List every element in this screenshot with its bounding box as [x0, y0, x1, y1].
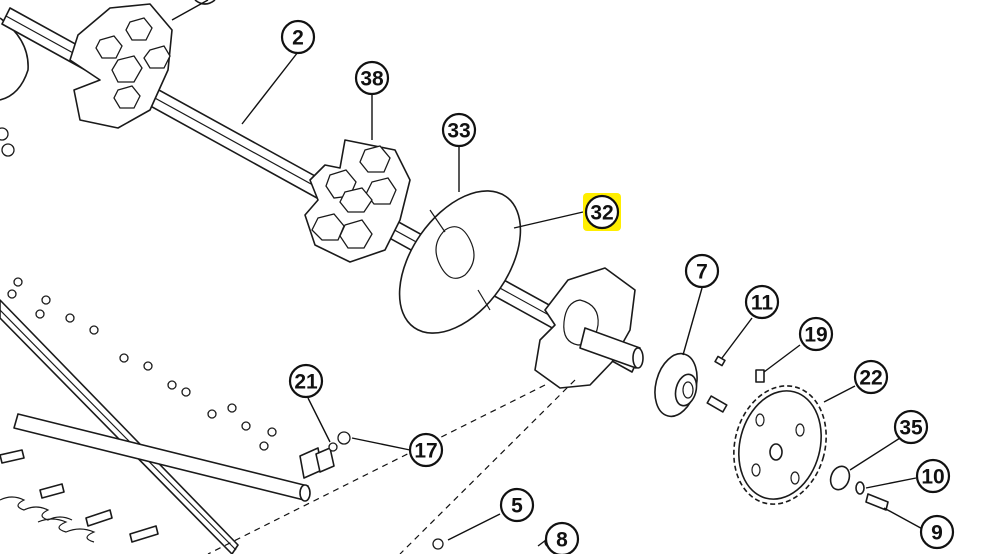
callout-circle	[853, 359, 889, 395]
callout-35: 35	[893, 409, 929, 445]
set-screw-19	[755, 369, 765, 383]
callout-5: 5	[499, 487, 535, 523]
callout-circle	[499, 487, 535, 523]
lower-bolts	[0, 449, 159, 543]
callout-circle	[798, 316, 834, 352]
callout-circle	[919, 514, 955, 550]
callout-circle	[893, 409, 929, 445]
callout-32: 32	[583, 193, 621, 231]
callout-2: 2	[280, 19, 316, 55]
rail-nuts	[0, 127, 277, 451]
callout-label: 7	[696, 261, 708, 284]
callout-label: 35	[899, 417, 923, 440]
callout-label: 19	[804, 324, 827, 347]
washer-35	[829, 465, 851, 491]
sprocket-22	[733, 385, 827, 505]
pins-21	[299, 447, 335, 479]
flange-7	[654, 352, 698, 418]
leader-lines	[171, 0, 929, 547]
callout-21: 21	[288, 363, 324, 399]
nut-21	[328, 442, 338, 452]
callout-circle	[441, 112, 477, 148]
callout-circle	[684, 253, 720, 289]
assembly-lines	[207, 379, 576, 554]
callout-circle	[408, 432, 444, 468]
disk-33	[398, 190, 522, 334]
callout-circle	[544, 521, 580, 554]
callout-38: 38	[354, 60, 390, 96]
callout-circle	[288, 363, 324, 399]
shaft-end	[579, 327, 644, 369]
callout-33: 33	[441, 112, 477, 148]
callout-19: 19	[798, 316, 834, 352]
callout-10: 10	[915, 458, 951, 494]
hub-plate-left	[69, 3, 173, 129]
callout-label: 32	[590, 202, 613, 225]
callout-label: 11	[751, 292, 774, 315]
callout-label: 21	[294, 371, 318, 394]
callout-circle	[354, 60, 390, 96]
callout-label: 2	[292, 27, 304, 50]
part-5	[432, 538, 444, 550]
callout-label: 22	[859, 367, 882, 390]
springs	[0, 496, 96, 543]
callout-label: 10	[921, 466, 944, 489]
callout-11: 11	[744, 284, 780, 320]
callout-7: 7	[684, 253, 720, 289]
callout-label: 38	[360, 68, 384, 91]
key	[706, 395, 728, 413]
pin-11	[714, 355, 726, 367]
callout-label: 5	[511, 495, 523, 518]
lower-bar	[13, 413, 311, 502]
callout-circle	[744, 284, 780, 320]
callout-9: 9	[919, 514, 955, 550]
callout-label: 9	[931, 522, 943, 545]
nut-17	[337, 431, 351, 445]
callout-label: 17	[414, 440, 437, 463]
callout-8: 8	[544, 521, 580, 554]
hub-plate-38	[304, 139, 411, 263]
nut-10	[855, 481, 865, 495]
callout-22: 22	[853, 359, 889, 395]
callout-circle	[280, 19, 316, 55]
bolt-9	[865, 493, 889, 511]
callout-layer: 2 38 33 32 7 11 19 22 35 10 9 21 17 5 8	[280, 19, 955, 554]
callout-circle	[584, 194, 620, 230]
callout-17: 17	[408, 432, 444, 468]
callout-circle	[915, 458, 951, 494]
callout-label: 33	[447, 120, 470, 143]
callout-label: 8	[556, 529, 568, 552]
